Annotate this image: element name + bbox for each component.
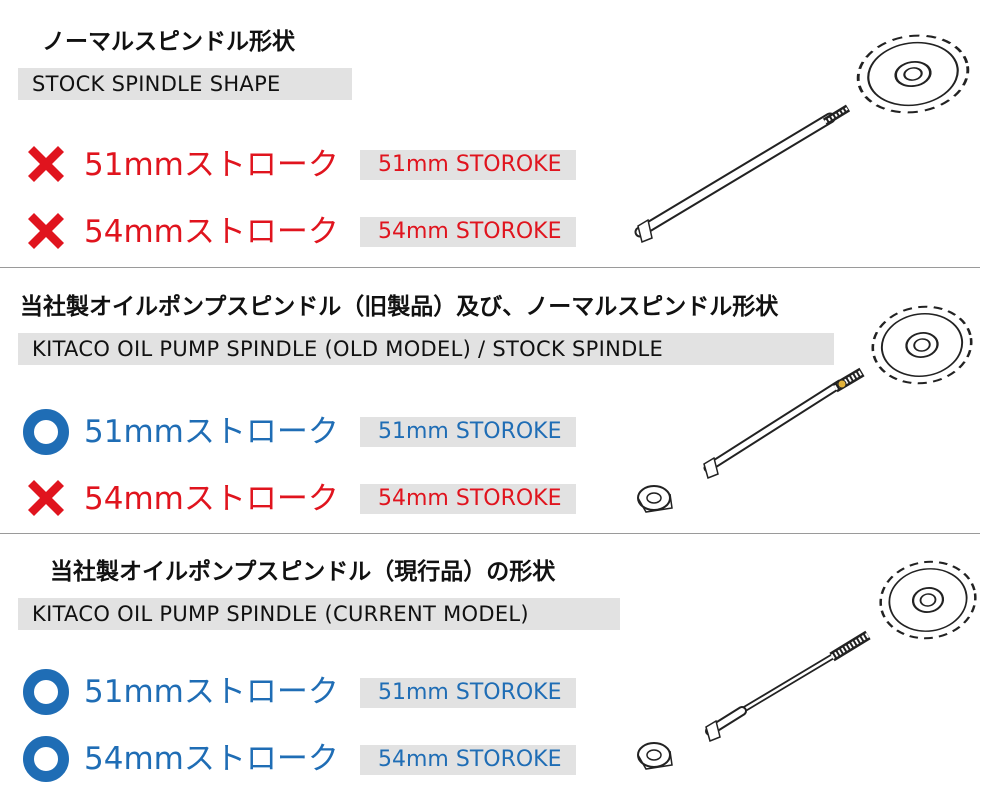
section-divider (0, 533, 980, 534)
collar-bushing (637, 742, 673, 770)
spindle-shaft (634, 104, 851, 244)
circle-icon (23, 669, 69, 715)
section-2-jp-title: 当社製オイルポンプスピンドル（旧製品）及び、ノーマルスピンドル形状 (20, 294, 779, 320)
spindle-shaft (703, 367, 865, 480)
stroke-label-jp: 54mmストローク (84, 214, 339, 250)
section-2-en-title: KITACO OIL PUMP SPINDLE (OLD MODEL) / ST… (18, 333, 834, 365)
spindle-shaft (705, 630, 871, 743)
stroke-label-jp: 51mmストローク (84, 674, 339, 710)
collar-bushing (637, 485, 673, 513)
circle-icon (23, 409, 69, 455)
section-3-jp-title: 当社製オイルポンプスピンドル（現行品）の形状 (50, 559, 556, 585)
stroke-label-jp: 54mmストローク (84, 741, 339, 777)
stroke-label-en: 51mm STOROKE (360, 678, 576, 708)
section-divider (0, 267, 980, 268)
gear-icon (871, 305, 973, 385)
gear-icon (879, 560, 977, 640)
old-model-spindle-illustration (637, 305, 973, 513)
section-1-en-title: STOCK SPINDLE SHAPE (18, 68, 352, 100)
section-1-jp-title: ノーマルスピンドル形状 (42, 29, 295, 55)
stroke-label-en: 54mm STOROKE (360, 745, 576, 775)
stroke-label-en: 51mm STOROKE (360, 417, 576, 447)
gear-icon (856, 34, 970, 114)
stroke-label-jp: 54mmストローク (84, 481, 339, 517)
circle-icon (23, 736, 69, 782)
cross-icon (28, 146, 64, 182)
cross-icon (28, 213, 64, 249)
stroke-label-en: 51mm STOROKE (360, 150, 576, 180)
stroke-label-jp: 51mmストローク (84, 147, 339, 183)
cross-icon (28, 480, 64, 516)
stock-spindle-illustration (634, 34, 970, 244)
section-3-en-title: KITACO OIL PUMP SPINDLE (CURRENT MODEL) (18, 598, 620, 630)
stroke-label-en: 54mm STOROKE (360, 217, 576, 247)
stroke-label-jp: 51mmストローク (84, 414, 339, 450)
current-model-spindle-illustration (637, 560, 977, 770)
stroke-label-en: 54mm STOROKE (360, 484, 576, 514)
